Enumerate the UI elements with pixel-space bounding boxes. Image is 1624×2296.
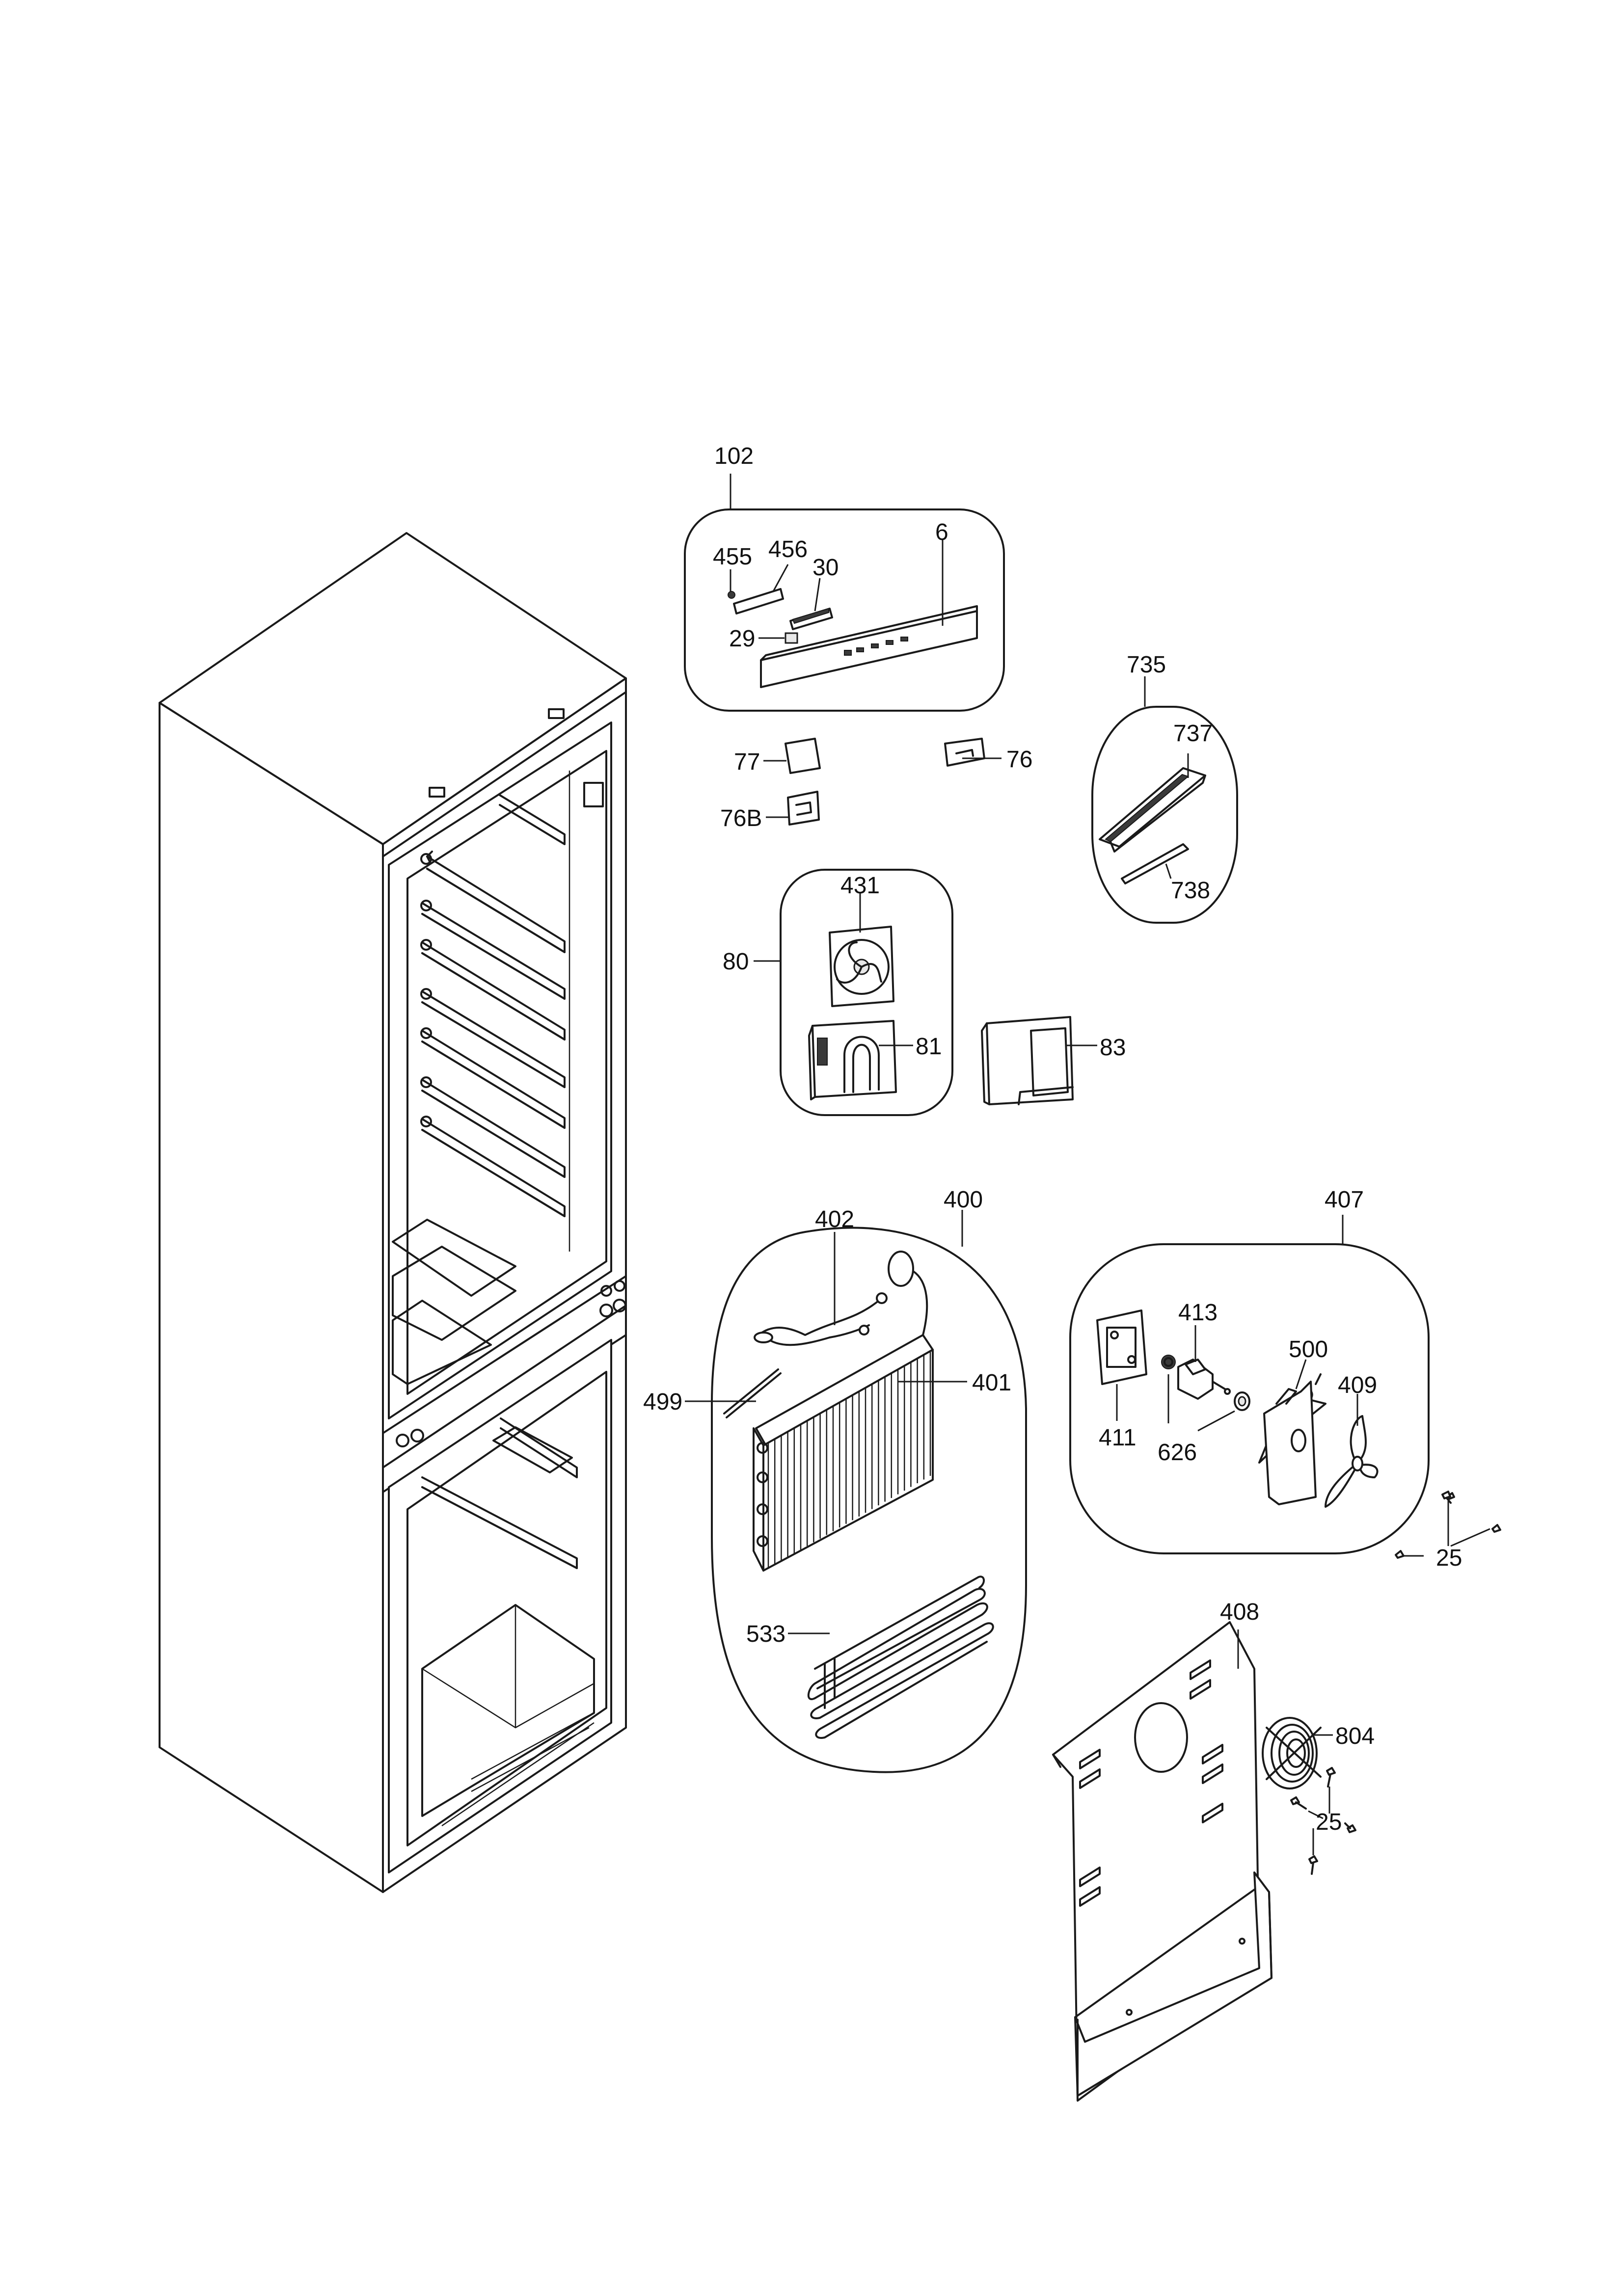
fan-motor-group-407 xyxy=(1069,1215,1430,1554)
evaporator-group-400 xyxy=(685,1210,1027,1773)
motor-holder-500 xyxy=(1258,1359,1326,1505)
label-76b: 76B xyxy=(720,805,762,831)
label-455: 455 xyxy=(713,544,752,570)
label-401: 401 xyxy=(972,1370,1011,1396)
label-83: 83 xyxy=(1100,1035,1126,1061)
label-626: 626 xyxy=(1158,1440,1197,1466)
brackets-77-76 xyxy=(763,738,1001,826)
label-25b: 25 xyxy=(1316,1809,1342,1835)
label-804: 804 xyxy=(1335,1723,1375,1749)
fan-grille-804 xyxy=(1262,1717,1333,1789)
label-76: 76 xyxy=(1006,747,1032,773)
part-labels: 102 455 456 30 6 29 735 737 738 77 76 76… xyxy=(643,443,1462,1835)
label-80: 80 xyxy=(723,949,749,975)
label-737: 737 xyxy=(1173,721,1213,747)
fan-431 xyxy=(829,893,894,1007)
back-plate-slots xyxy=(1079,1659,1223,1907)
label-735: 735 xyxy=(1127,652,1166,678)
label-25a: 25 xyxy=(1436,1545,1462,1571)
label-413: 413 xyxy=(1178,1300,1218,1326)
label-400: 400 xyxy=(944,1187,983,1213)
label-738: 738 xyxy=(1171,878,1210,904)
handle-group-735 xyxy=(1091,676,1238,924)
label-533: 533 xyxy=(746,1621,785,1647)
label-407: 407 xyxy=(1325,1187,1364,1213)
duct-cover-83 xyxy=(981,1016,1097,1105)
label-102: 102 xyxy=(714,443,754,469)
defrost-heater-533 xyxy=(788,1575,994,1739)
screws-25b xyxy=(1290,1767,1356,1875)
label-431: 431 xyxy=(840,873,880,899)
fan-housing-group-80 xyxy=(754,869,953,1116)
label-499: 499 xyxy=(643,1389,682,1415)
back-plate-408 xyxy=(1052,1621,1272,2102)
label-30: 30 xyxy=(812,555,839,581)
fan-blade-409 xyxy=(1325,1394,1379,1508)
label-81: 81 xyxy=(916,1034,942,1060)
label-408: 408 xyxy=(1220,1599,1259,1625)
fan-motor-413 xyxy=(1161,1325,1231,1423)
label-402: 402 xyxy=(815,1206,854,1232)
panel-buttons xyxy=(844,637,908,656)
label-6: 6 xyxy=(935,519,948,545)
label-77: 77 xyxy=(734,749,760,775)
label-409: 409 xyxy=(1338,1372,1377,1398)
label-456: 456 xyxy=(768,536,808,562)
fan-housing-81 xyxy=(808,1020,913,1100)
label-411: 411 xyxy=(1099,1425,1137,1451)
evaporator-fins-401 xyxy=(753,1334,967,1572)
bracket-411 xyxy=(1096,1309,1147,1421)
screws-25a xyxy=(1395,1491,1501,1559)
refrigerator-cabinet xyxy=(159,532,627,1893)
label-500: 500 xyxy=(1289,1336,1328,1362)
control-panel-group-102 xyxy=(684,474,1005,712)
label-29: 29 xyxy=(729,626,755,652)
shelf-rails xyxy=(420,794,566,1217)
